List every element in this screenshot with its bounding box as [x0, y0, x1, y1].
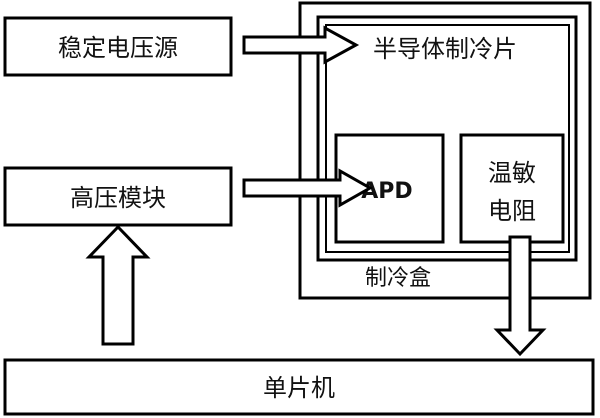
arrow-hv-to-apd — [242, 168, 374, 208]
tec-inner-frame — [325, 24, 570, 253]
high-voltage-module-label: 高压模块 — [70, 184, 166, 212]
thermistor-box — [459, 133, 565, 244]
mcu-box — [3, 358, 595, 416]
thermistor-label-line2: 电阻 — [488, 197, 536, 225]
mcu-block: 单片机 — [3, 358, 595, 416]
thermistor-label-line1: 温敏 — [488, 159, 536, 187]
arrow-mcu-to-hv — [85, 224, 151, 346]
cooling-box-label: 制冷盒 — [365, 266, 431, 291]
tec-label: 半导体制冷片 — [373, 35, 517, 63]
thermistor-block: 温敏 电阻 — [459, 133, 565, 244]
tec-block: 半导体制冷片 — [316, 15, 578, 262]
stable-voltage-source-label: 稳定电压源 — [58, 34, 178, 62]
cooling-box-block: 制冷盒 — [298, 1, 592, 300]
apd-label: APD — [361, 179, 412, 204]
tec-outer-frame — [316, 15, 578, 262]
arrow-thermistor-to-mcu — [493, 235, 547, 357]
high-voltage-module-block: 高压模块 — [3, 166, 233, 227]
stable-voltage-source-block: 稳定电压源 — [3, 16, 233, 77]
cooling-box-frame — [298, 1, 592, 300]
stable-voltage-source-box — [3, 16, 233, 77]
arrow-source-to-tec — [242, 25, 360, 65]
mcu-label: 单片机 — [263, 374, 335, 402]
